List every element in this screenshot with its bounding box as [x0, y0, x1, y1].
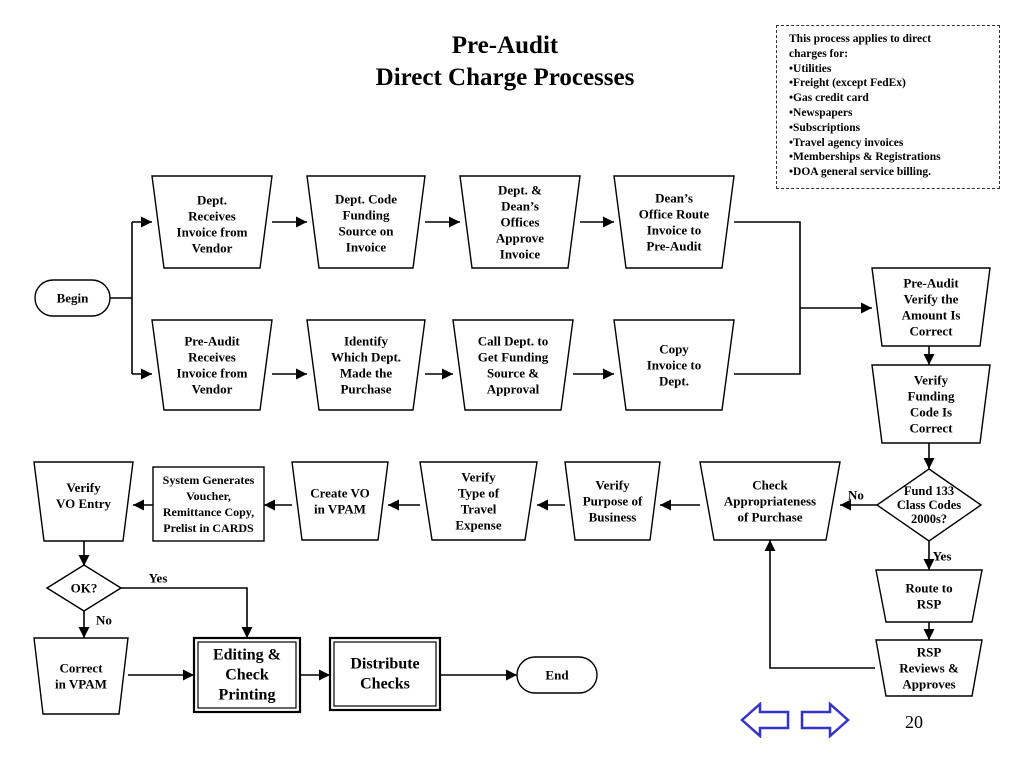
left-arrow-icon — [740, 702, 790, 738]
process-box-verifyTravel — [419, 461, 538, 541]
next-slide-button[interactable] — [800, 702, 850, 738]
decision-label-ok: OK? — [71, 581, 98, 596]
right-arrow-icon — [800, 702, 850, 738]
process-box-editing — [192, 636, 302, 714]
process-box-routeRsp — [875, 569, 983, 623]
title-line-1: Pre-Audit — [451, 32, 559, 59]
process-box-r1b — [306, 175, 426, 269]
process-box-verifyPurpose — [564, 461, 661, 541]
terminator-end — [516, 656, 598, 694]
note-item: •Utilities — [789, 62, 832, 75]
process-box-correct — [33, 637, 129, 715]
note-intro-1: This process applies to direct — [789, 33, 932, 45]
prev-slide-button[interactable] — [740, 702, 790, 738]
process-box-inner-editing — [197, 641, 297, 709]
process-box-r2b — [306, 319, 426, 411]
scope-note: This process applies to direct charges f… — [776, 25, 1000, 189]
note-item: •Memberships & Registrations — [789, 151, 941, 164]
process-box-verifyVo — [33, 461, 134, 542]
arrow-rsp-to-check — [764, 540, 875, 669]
decision-ok — [45, 564, 123, 612]
process-box-r2c — [452, 319, 574, 411]
note-intro-2: charges for: — [789, 47, 849, 60]
process-box-r2a — [151, 319, 273, 411]
process-box-r1d — [613, 175, 735, 269]
branch-label-no1: No — [848, 488, 864, 503]
decision-fund — [875, 468, 983, 542]
title-line-2: Direct Charge Processes — [375, 64, 635, 91]
note-item: •Freight (except FedEx) — [789, 77, 906, 90]
process-box-verifyFunding — [871, 364, 991, 444]
process-box-systemGen — [152, 466, 265, 542]
note-item: •DOA general service billing. — [789, 166, 932, 179]
process-box-checkApprop — [699, 461, 841, 541]
note-item: •Gas credit card — [789, 92, 869, 105]
process-box-r1a — [151, 175, 273, 269]
terminator-label-begin: Begin — [57, 291, 90, 306]
arrow-ok-yes — [120, 587, 253, 638]
note-item: •Newspapers — [789, 106, 853, 119]
process-box-r1c — [459, 175, 581, 269]
terminator-label-end: End — [545, 668, 569, 683]
connector-r1d — [734, 221, 801, 308]
branch-label-no2: No — [96, 613, 112, 628]
process-box-createVo — [291, 461, 389, 541]
note-item: •Subscriptions — [789, 121, 861, 134]
note-item: •Travel agency invoices — [789, 136, 904, 149]
process-box-r2d — [613, 319, 735, 411]
process-box-rspReviews — [875, 639, 983, 697]
process-box-distribute — [328, 636, 442, 712]
process-box-verifyAmount — [871, 267, 991, 347]
branch-label-yes1: Yes — [933, 549, 952, 564]
terminator-begin — [34, 279, 111, 317]
connector-r2d — [734, 308, 801, 375]
branch-label-yes2: Yes — [149, 571, 168, 586]
process-box-inner-distribute — [333, 641, 437, 707]
page-number: 20 — [905, 712, 923, 732]
